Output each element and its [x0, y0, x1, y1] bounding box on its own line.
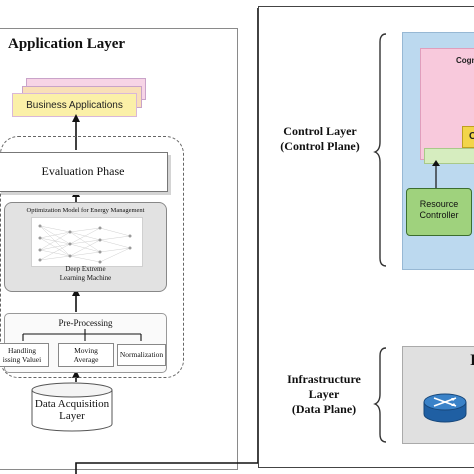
data-acq-line-1: Data Acquisition: [34, 398, 110, 410]
infrastructure-line-1: Infrastructure: [287, 372, 361, 386]
neural-network-graph-icon: [31, 217, 143, 267]
cognitive-submodule-letter: C: [469, 131, 474, 142]
cognitive-submodule-box: C: [462, 126, 474, 148]
rc-link-arrow: [432, 160, 440, 188]
business-applications-box: Business Applications: [12, 93, 137, 117]
infrastructure-layer-brace: [373, 347, 387, 443]
pre-processing-label: Pre-Processing: [58, 318, 113, 328]
delm-line-2: Learning Machine: [59, 274, 112, 282]
control-layer-line-2: (Control Plane): [280, 139, 360, 153]
pre-processing-box: Pre-Processing Handling issing Valuei Mo…: [0, 313, 167, 373]
optimization-model-box: Optimization Model for Energy Management: [4, 202, 167, 292]
resource-controller-label: Resource Controller: [407, 199, 471, 221]
moving-line-1: Moving: [74, 346, 98, 355]
data-acquisition-label: Data Acquisition Layer: [30, 398, 114, 422]
database-cylinder-icon: [31, 382, 113, 432]
control-layer-label: Control Layer (Control Plane): [268, 124, 372, 154]
control-layer-line-1: Control Layer: [283, 124, 357, 138]
cognitive-module-label: Cogn: [456, 56, 474, 65]
layer-braces: [373, 33, 387, 443]
resource-controller-line-2: Controller: [419, 210, 459, 220]
control-layer-brace: [373, 33, 387, 267]
data-acquisition-layer: Data Acquisition Layer: [30, 382, 114, 432]
normalization-label: Normalization: [119, 350, 164, 359]
infrastructure-line-2: Layer: [308, 387, 340, 401]
infrastructure-layer-label: Infrastructure Layer (Data Plane): [274, 372, 374, 417]
delm-line-1: Deep Extreme: [65, 265, 106, 273]
handling-line-2: issing Valuei: [2, 355, 42, 364]
moving-average-box: Moving Average: [58, 343, 114, 367]
pre-processing-branches: [22, 329, 142, 341]
normalization-box: Normalization: [117, 344, 166, 366]
business-applications-label: Business Applications: [26, 100, 123, 111]
resource-controller-line-1: Resource: [419, 199, 459, 209]
moving-line-2: Average: [73, 355, 99, 364]
data-plane-panel-letter: I: [470, 352, 474, 369]
optimization-model-label: Optimization Model for Energy Management: [26, 207, 145, 214]
control-green-bar: [424, 148, 474, 164]
infrastructure-line-3: (Data Plane): [291, 402, 357, 416]
resource-controller-box: Resource Controller: [406, 188, 472, 236]
application-layer-title: Application Layer: [8, 36, 126, 52]
processing-dashed-group: [0, 136, 184, 378]
handling-missing-values-box: Handling issing Valuei: [0, 343, 49, 367]
evaluation-phase-label: Evaluation Phase: [41, 164, 125, 178]
handling-line-1: Handling: [8, 346, 36, 355]
evaluation-phase-box: Evaluation Phase: [0, 152, 168, 192]
neural-network-graph-drawing: [38, 224, 132, 264]
deep-extreme-learning-machine-label: Deep Extreme Learning Machine: [5, 265, 166, 283]
data-acq-line-2: Layer: [59, 410, 85, 422]
router-icon: [423, 393, 467, 423]
